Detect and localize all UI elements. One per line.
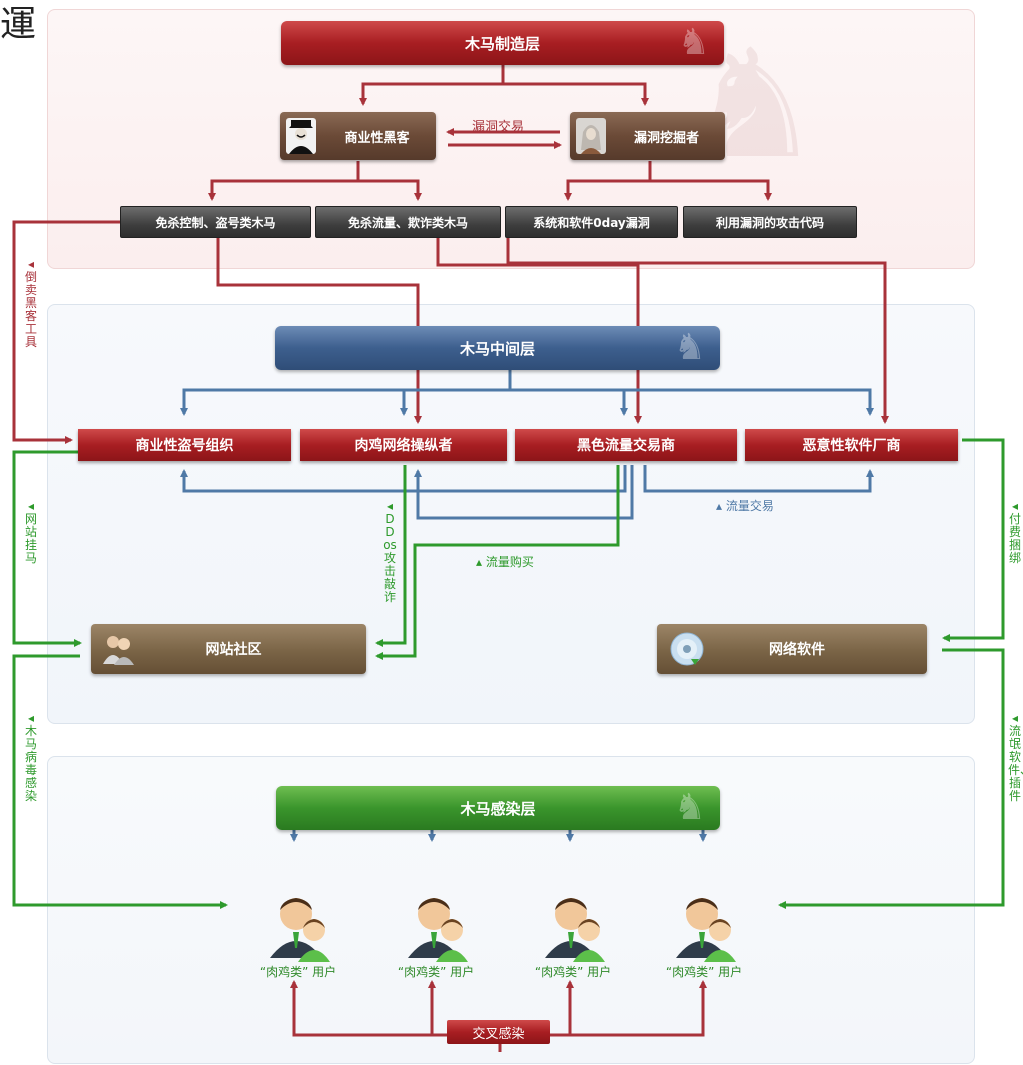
zombie-user [541, 892, 611, 964]
knight-horse-icon: ♞ [673, 327, 706, 368]
product-0day-vulnerability: 系统和软件0day漏洞 [505, 206, 678, 238]
user-pair-icon [676, 898, 736, 962]
zombie-user-label: “肉鸡类” 用户 [534, 965, 612, 979]
target-network-software: 网络软件 [657, 624, 927, 674]
product-exploit-code: 利用漏洞的攻击代码 [683, 206, 857, 238]
edge-label-paid-bundle: ◂付费捆绑 [1008, 499, 1021, 565]
target-website-community: 网站社区 [91, 624, 366, 674]
edge-label-trojan-infect: ◂木马病毒感染 [24, 711, 37, 803]
edge-label-traffic-trade: ▴ 流量交易 [716, 499, 774, 513]
user-pair-icon [545, 898, 605, 962]
zombie-user-label: “肉鸡类” 用户 [259, 965, 337, 979]
vuln-trade-label: 漏洞交易 [472, 120, 525, 135]
product-traffic-trojan: 免杀流量、欺诈类木马 [315, 206, 501, 238]
target-label: 网站社区 [205, 642, 262, 658]
product-control-trojan: 免杀控制、盗号类木马 [120, 206, 311, 238]
actor-label: 商业性黑客 [344, 130, 410, 146]
user-pair-icon [408, 898, 468, 962]
zombie-user-label: “肉鸡类” 用户 [665, 965, 743, 979]
zombie-user-label: “肉鸡类” 用户 [397, 965, 475, 979]
corner-glyph: 運 [0, 4, 37, 45]
actor-vuln-digger: 漏洞挖掘者 [570, 112, 725, 160]
zombie-user [404, 892, 474, 964]
layer-header-middle: 木马中间层 ♞ [275, 326, 720, 370]
layer-header-infection: 木马感染层 ♞ [276, 786, 720, 830]
edge-label-resell-tools: ◂倒卖黑客工具 [24, 257, 37, 349]
middle-account-theft-org: 商业性盗号组织 [78, 429, 291, 461]
layer-title: 木马中间层 [459, 339, 535, 358]
middle-botnet-operator: 肉鸡网络操纵者 [300, 429, 507, 461]
layer-header-manufacturing: 木马制造层 ♞ [281, 21, 724, 65]
layer-title: 木马制造层 [464, 34, 540, 53]
zombie-user [266, 892, 336, 964]
actor-commercial-hacker: 商业性黑客 [280, 112, 436, 160]
cd-disc-icon [670, 632, 704, 666]
zombie-user [672, 892, 742, 964]
edge-label-site-hang: ◂网站挂马 [24, 499, 37, 565]
community-users-icon [103, 636, 134, 665]
actor-label: 漏洞挖掘者 [633, 130, 699, 146]
masked-hacker-icon [286, 118, 316, 154]
edge-label-ddos: ◂DDos攻击敲诈 [383, 499, 397, 604]
middle-malware-vendor: 恶意性软件厂商 [745, 429, 958, 461]
user-pair-icon [270, 898, 330, 962]
knight-horse-icon: ♞ [677, 22, 710, 63]
knight-horse-icon: ♞ [673, 787, 706, 828]
cross-infection-box: 交叉感染 [447, 1020, 550, 1044]
hooded-figure-icon [576, 118, 606, 154]
target-label: 网络软件 [769, 642, 825, 658]
layer-title: 木马感染层 [460, 799, 536, 818]
middle-traffic-dealer: 黑色流量交易商 [515, 429, 737, 461]
edge-label-traffic-buy: ▴ 流量购买 [476, 555, 534, 569]
edge-label-rogue-plugins: ◂流氓软件、插件 [1008, 711, 1023, 803]
